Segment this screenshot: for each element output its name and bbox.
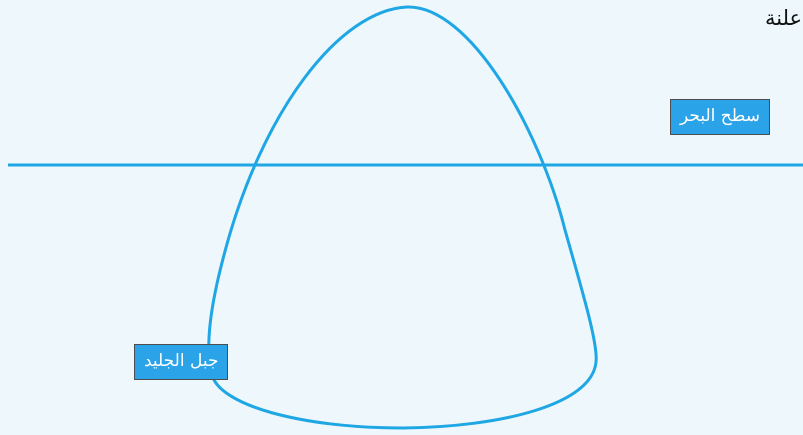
sea-level-label: سطح البحر [670, 99, 770, 135]
iceberg-outline [209, 7, 596, 428]
partial-title-text: علنة [765, 6, 802, 30]
iceberg-label: جبل الجليد [134, 344, 228, 380]
